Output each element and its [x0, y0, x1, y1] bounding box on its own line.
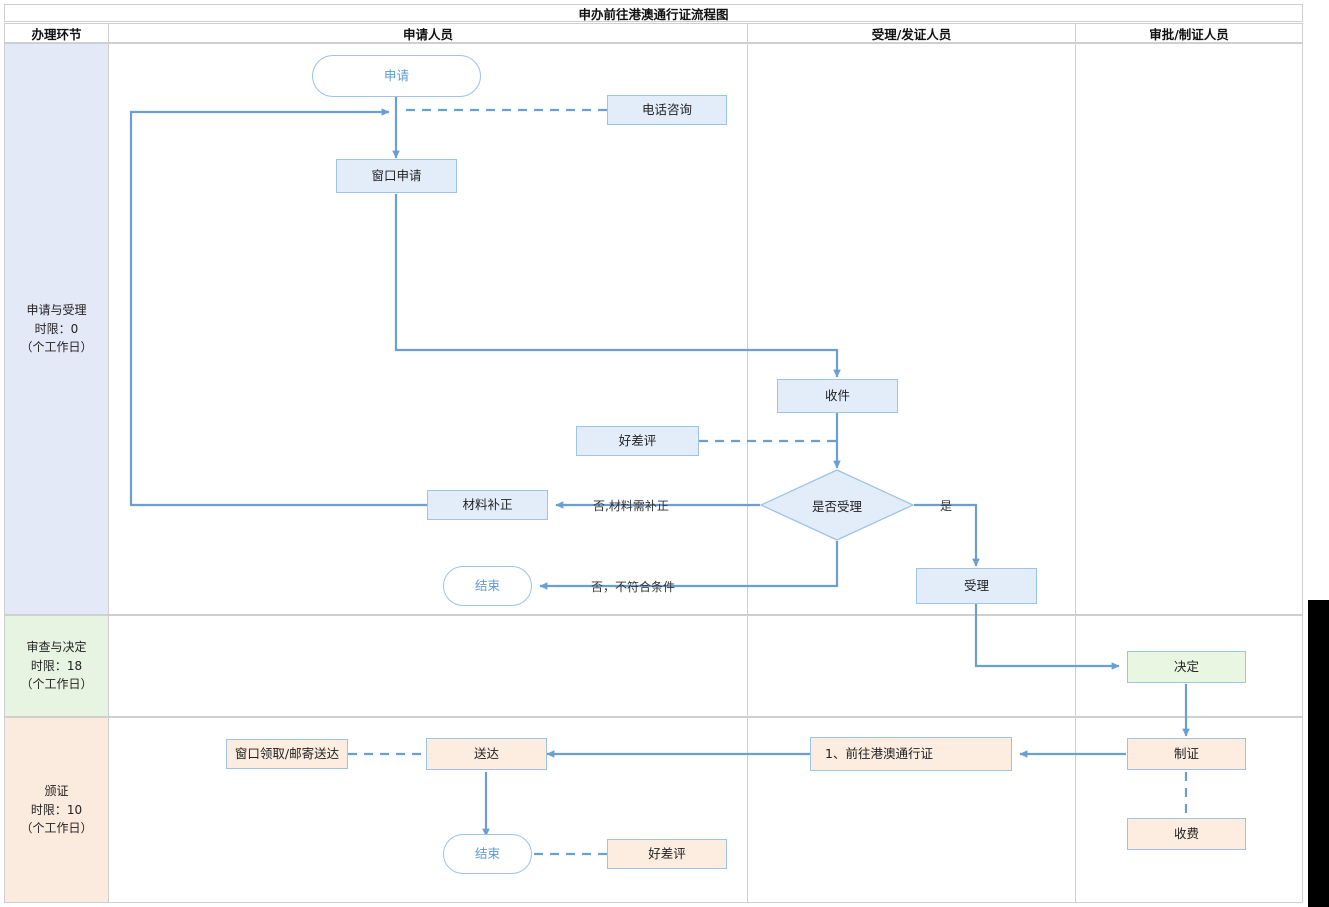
- stage-name: 申请与受理: [26, 303, 87, 318]
- node-rating-2[interactable]: 好差评: [607, 839, 727, 869]
- stage-name: 颁证: [44, 784, 69, 799]
- stage-limit: 时限：0: [34, 321, 79, 336]
- node-rating-1[interactable]: 好差评: [576, 426, 699, 456]
- stage-limit: 时限：10: [30, 802, 83, 817]
- node-deliver-item[interactable]: 1、前往港澳通行证: [810, 737, 1012, 771]
- column-header-stage: 办理环节: [4, 23, 109, 43]
- node-decision-accept[interactable]: 是否受理: [759, 469, 915, 541]
- node-receive[interactable]: 收件: [777, 379, 898, 413]
- lane-applicant-stage1: [108, 43, 748, 615]
- edge-label-no-not-qualified: 否，不符合条件: [591, 580, 676, 594]
- stage-name: 审查与决定: [26, 640, 87, 655]
- lane-approver-stage1: [1075, 43, 1303, 615]
- stage-unit: （个工作日）: [20, 677, 93, 692]
- node-charge[interactable]: 收费: [1127, 818, 1246, 850]
- stage-cell-application: 申请与受理 时限：0 （个工作日）: [4, 43, 109, 615]
- node-window-pickup[interactable]: 窗口领取/邮寄送达: [226, 739, 348, 769]
- node-end-1[interactable]: 结束: [443, 566, 532, 606]
- node-decision-accept-label: 是否受理: [811, 498, 862, 514]
- edge-label-yes: 是: [940, 499, 953, 513]
- column-header-acceptor: 受理/发证人员: [747, 23, 1076, 43]
- column-header-applicant: 申请人员: [108, 23, 748, 43]
- lane-acceptor-stage2: [747, 615, 1076, 717]
- node-start-apply[interactable]: 申请: [312, 55, 481, 97]
- stage-cell-review: 审查与决定 时限：18 （个工作日）: [4, 615, 109, 717]
- node-decide[interactable]: 决定: [1127, 651, 1246, 683]
- node-window-apply[interactable]: 窗口申请: [336, 159, 457, 193]
- node-deliver[interactable]: 送达: [426, 738, 547, 770]
- node-material-fix[interactable]: 材料补正: [427, 490, 548, 520]
- diamond-shape: [759, 469, 915, 541]
- edge-label-no-need-fix: 否,材料需补正: [593, 499, 669, 513]
- node-make-cert[interactable]: 制证: [1127, 738, 1246, 770]
- stage-unit: （个工作日）: [20, 340, 93, 355]
- column-header-approver: 审批/制证人员: [1075, 23, 1303, 43]
- node-end-2[interactable]: 结束: [443, 834, 532, 874]
- right-edge-black-strip: [1308, 600, 1329, 907]
- page-title: 申办前往港澳通行证流程图: [4, 4, 1303, 22]
- stage-unit: （个工作日）: [20, 821, 93, 836]
- lane-applicant-stage2: [108, 615, 748, 717]
- stage-limit: 时限：18: [30, 658, 83, 673]
- stage-cell-issuance: 颁证 时限：10 （个工作日）: [4, 717, 109, 903]
- node-phone-consult[interactable]: 电话咨询: [607, 95, 727, 125]
- node-accept[interactable]: 受理: [916, 568, 1037, 604]
